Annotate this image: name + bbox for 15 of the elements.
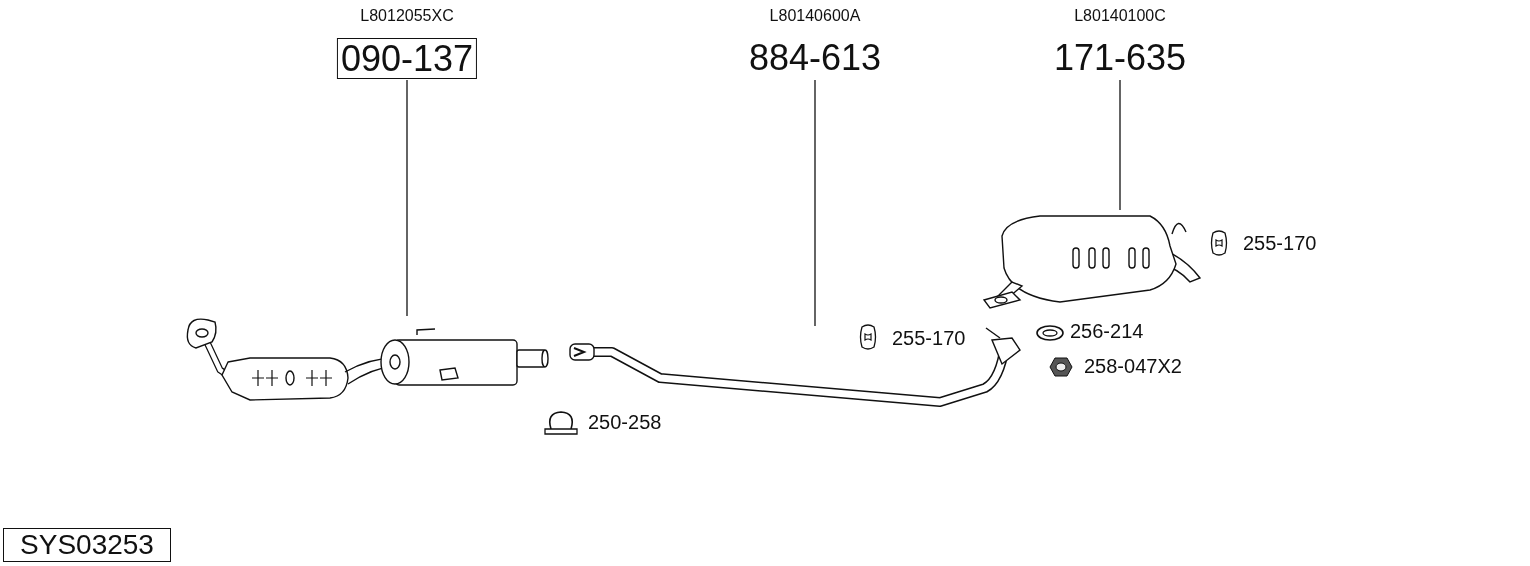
part-number: 255-170 (892, 328, 966, 348)
part-number: 255-170 (1243, 233, 1317, 253)
leader-line (814, 79, 816, 327)
leader-line (1119, 79, 1121, 211)
part-number: 884-613 (747, 38, 883, 77)
part-number: 250-258 (588, 412, 662, 432)
boxed-part-number: 090-137 (336, 38, 478, 79)
part-number: 258-047X2 (1084, 356, 1182, 376)
part-number: 256-214 (1070, 321, 1144, 341)
reference-number: L80140600A (769, 8, 861, 24)
reference-number: L8012055XC (360, 8, 454, 24)
part-number: 171-635 (1052, 38, 1188, 77)
reference-number: L80140100C (1074, 8, 1166, 24)
leader-line (406, 79, 408, 317)
system-number: SYS03253 (3, 528, 171, 562)
